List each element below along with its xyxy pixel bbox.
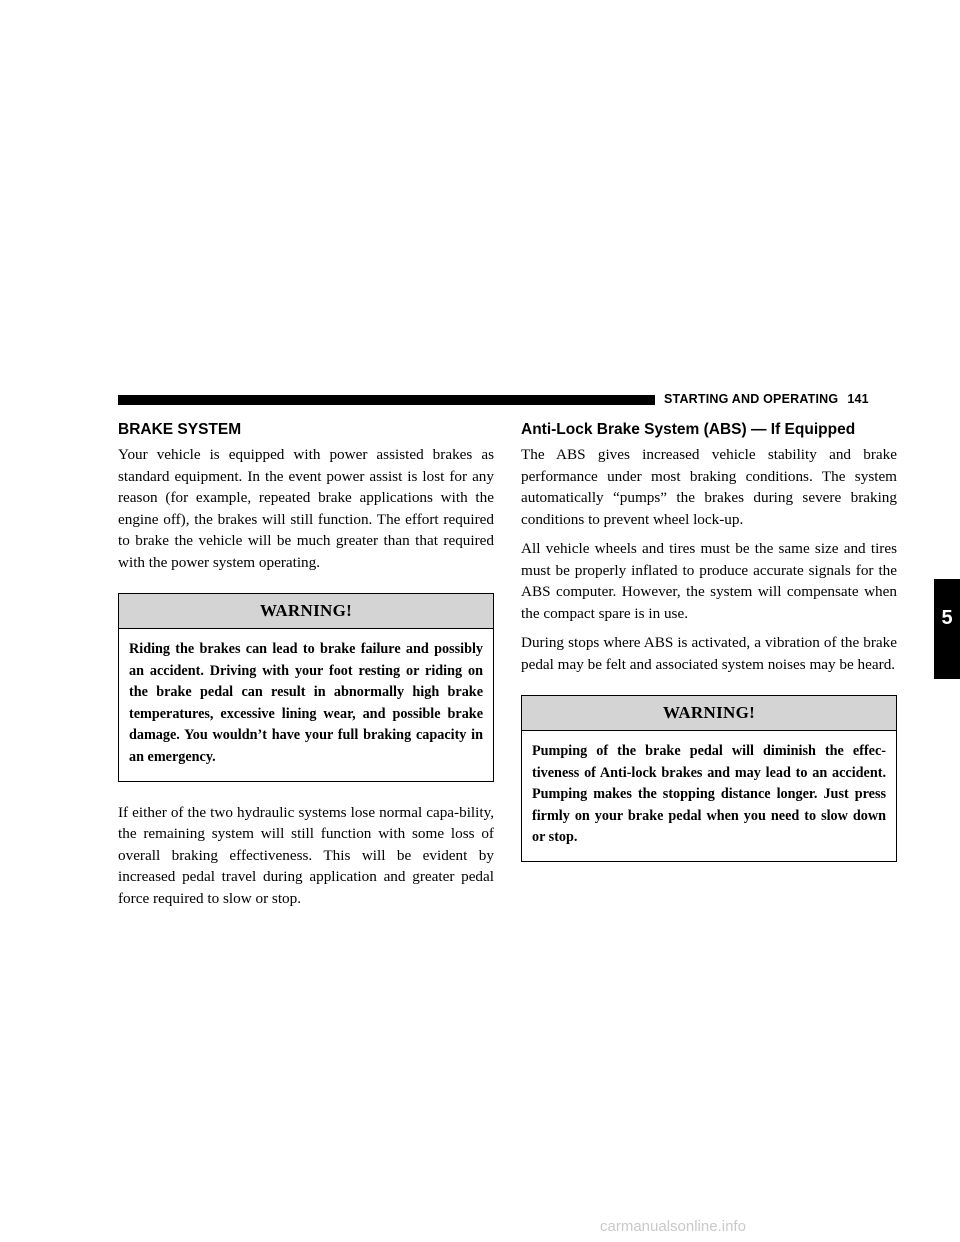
warning-box-abs: WARNING! Pumping of the brake pedal will… [521, 695, 897, 862]
brake-system-heading: BRAKE SYSTEM [118, 421, 242, 438]
warning-text: Riding the brakes can lead to brake fail… [129, 641, 483, 765]
abs-paragraph-1: The ABS gives increased vehicle stabilit… [521, 446, 897, 528]
header-rule [118, 395, 655, 405]
page-number: 141 [847, 392, 869, 406]
warning-title: WARNING! [522, 696, 896, 731]
right-column: Anti-Lock Brake System (ABS) — If Equipp… [521, 420, 897, 882]
brake-system-paragraph-2: If either of the two hydraulic systems l… [118, 803, 494, 907]
left-column: BRAKE SYSTEM Your vehicle is equipped wi… [118, 420, 494, 917]
watermark: carmanualsonline.info [600, 1218, 746, 1235]
abs-heading: Anti-Lock Brake System (ABS) — If Equipp… [521, 421, 856, 438]
chapter-tab: 5 [934, 579, 960, 679]
running-header: STARTING AND OPERATING 141 [664, 392, 869, 406]
warning-title: WARNING! [119, 594, 493, 629]
section-title: STARTING AND OPERATING [664, 392, 839, 406]
abs-paragraph-2: All vehicle wheels and tires must be the… [521, 540, 897, 622]
brake-system-paragraph-1: Your vehicle is equipped with power assi… [118, 446, 494, 571]
warning-text: Pumping of the brake pedal will diminish… [532, 743, 886, 846]
warning-box-brakes: WARNING! Riding the brakes can lead to b… [118, 593, 494, 782]
abs-paragraph-3: During stops where ABS is activated, a v… [521, 634, 897, 673]
